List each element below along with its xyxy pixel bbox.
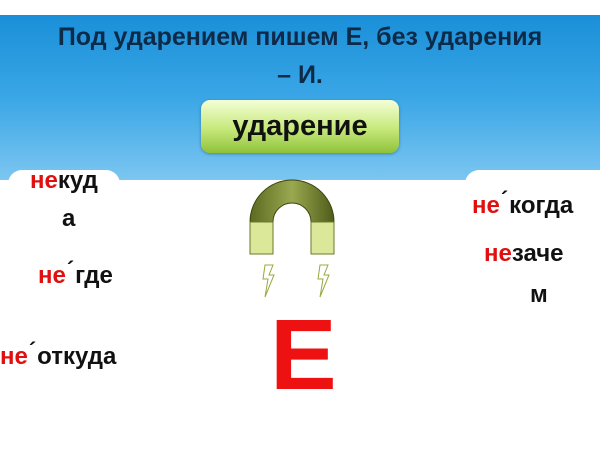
prefix-text: не xyxy=(472,192,500,219)
stress-mark: ´ xyxy=(500,187,509,212)
word-rest: когда xyxy=(509,192,574,219)
word-rest: откуда xyxy=(37,343,117,370)
word-rest: куд xyxy=(57,167,98,194)
lightning-icon xyxy=(262,264,275,298)
stress-button[interactable]: ударение xyxy=(201,100,399,153)
stress-mark: ´ xyxy=(28,338,37,363)
stress-mark: ´ xyxy=(66,257,75,282)
title-line-2: – И. xyxy=(277,61,323,89)
word-nekuda-wrap: а xyxy=(62,205,76,232)
prefix-text: не xyxy=(38,262,66,289)
word-negde: не´где xyxy=(38,259,113,290)
right-panel xyxy=(465,170,600,230)
word-nezachem: незаче xyxy=(484,240,564,268)
word-nezachem-wrap: м xyxy=(530,281,548,308)
word-neotkuda: не´откуда xyxy=(0,340,116,371)
prefix-text: не xyxy=(0,343,28,370)
prefix: не xyxy=(30,167,58,194)
word-nekogda: не´когда xyxy=(472,189,573,220)
word-nekuda: некуд xyxy=(30,167,98,195)
word-rest: где xyxy=(75,262,113,289)
word-rest: заче xyxy=(511,240,564,267)
magnet-icon xyxy=(249,179,335,298)
prefix: не xyxy=(484,240,512,267)
big-letter-e: Е xyxy=(270,299,337,411)
lightning-icon xyxy=(317,264,330,298)
title-line-1: Под ударением пишем Е, без ударения xyxy=(57,23,543,51)
left-panel xyxy=(8,170,120,230)
